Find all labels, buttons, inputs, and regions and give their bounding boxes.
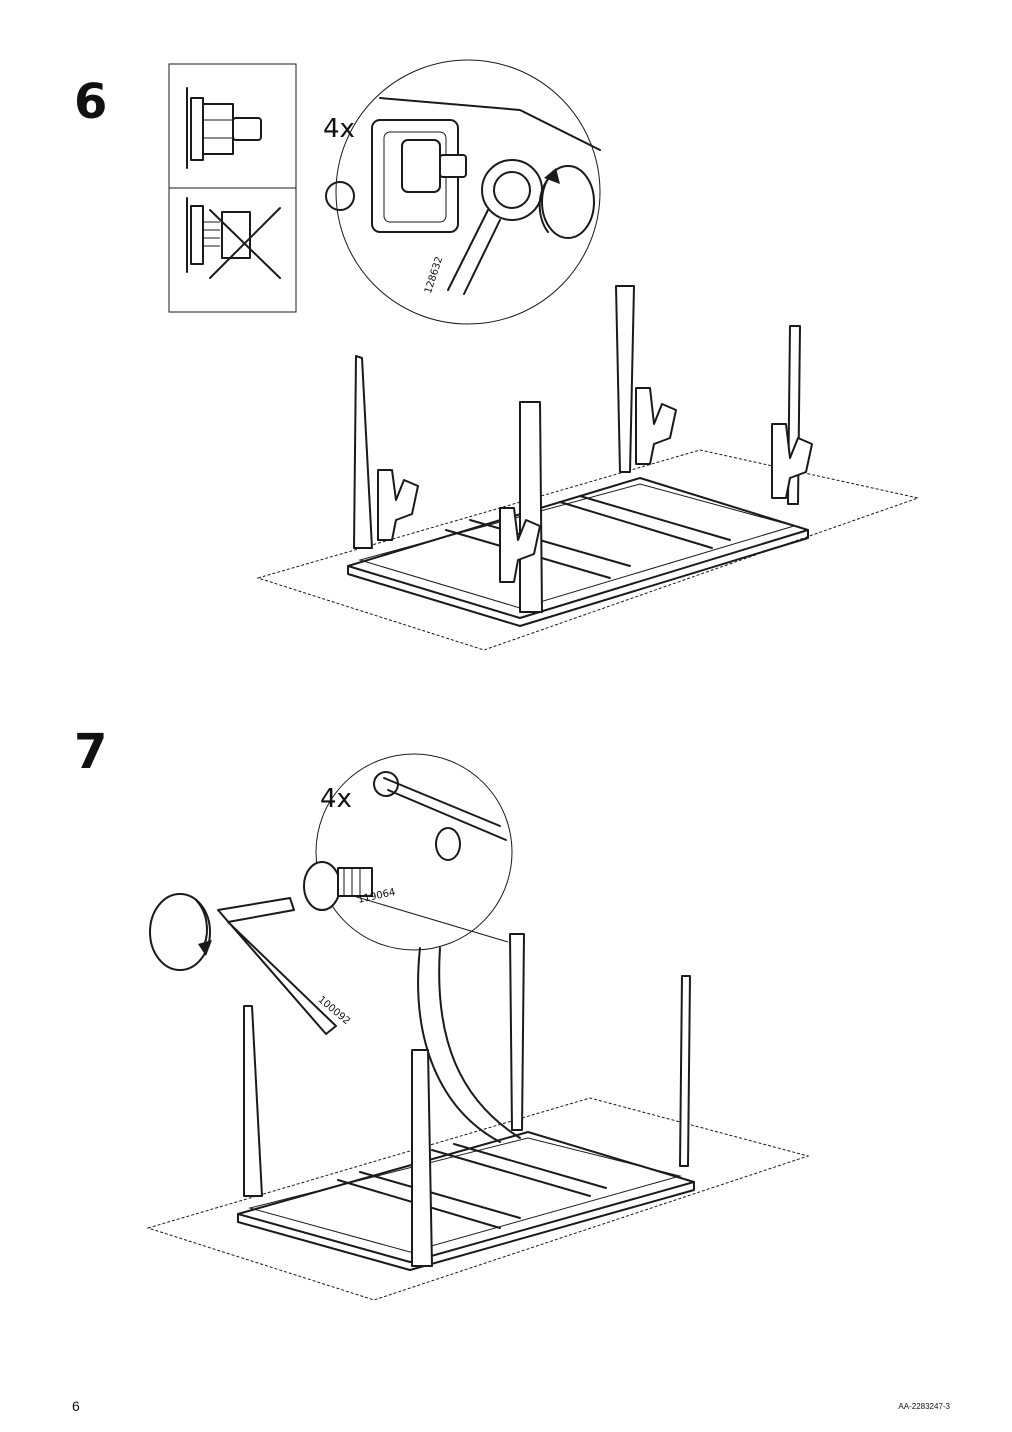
nut-correct-incorrect-panel xyxy=(168,63,297,313)
rotate-clockwise-arrow-icon-step7 xyxy=(149,893,212,971)
page-number: 6 xyxy=(72,1398,80,1414)
document-id: AA-2283247-3 xyxy=(898,1402,950,1411)
quantity-label-step7: 4x xyxy=(320,784,352,814)
quantity-label-step6: 4x xyxy=(323,114,355,144)
wrench-icon xyxy=(447,159,543,295)
wrench-detail-magnifier xyxy=(325,59,601,325)
allen-key-icon xyxy=(217,897,337,1035)
bolt-icon xyxy=(303,861,373,911)
hand-hold-icon xyxy=(377,387,813,583)
table-upside-down-step6 xyxy=(256,285,920,651)
bolt-detail-magnifier xyxy=(303,753,521,1143)
step-6-number: 6 xyxy=(74,74,108,130)
nut-tightened-correct-icon xyxy=(186,87,262,169)
nut-loose-incorrect-icon xyxy=(186,197,281,279)
step-7-number: 7 xyxy=(74,724,108,780)
rotate-clockwise-arrow-icon xyxy=(538,165,595,239)
table-upside-down-step7 xyxy=(146,933,810,1301)
